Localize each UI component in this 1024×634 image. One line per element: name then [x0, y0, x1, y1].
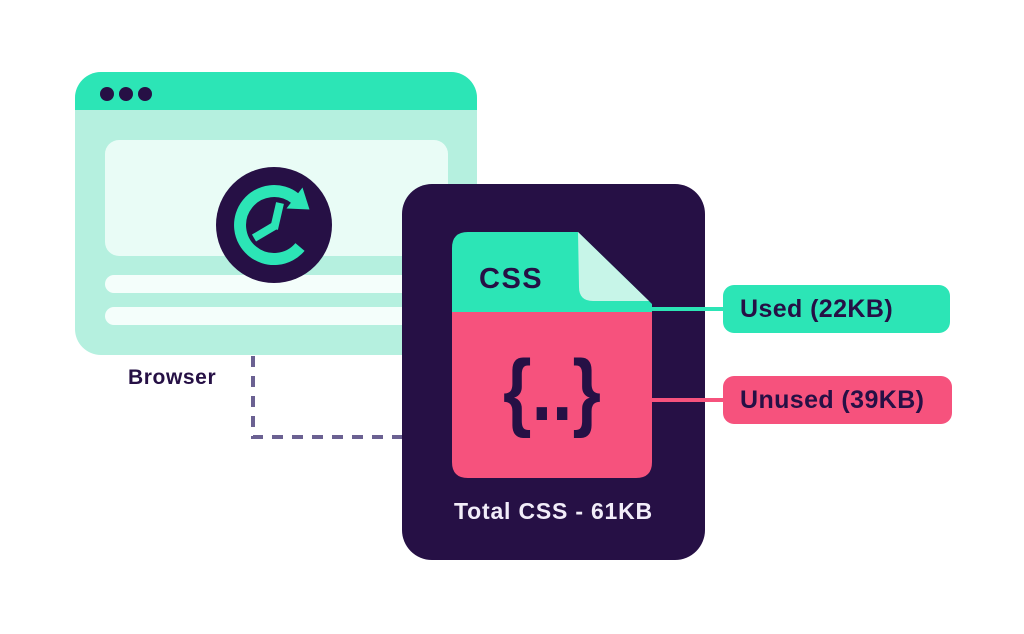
- clock-hour-hand: [251, 221, 279, 242]
- browser-titlebar: [75, 72, 477, 110]
- window-dot-icon: [100, 86, 114, 101]
- css-file-type-label: CSS: [479, 263, 543, 295]
- browser-label: Browser: [128, 366, 217, 389]
- content-line-bar: [105, 275, 450, 293]
- file-fold-icon: [578, 232, 649, 301]
- total-css-label: Total CSS - 61KB: [454, 498, 653, 524]
- window-dot-icon: [138, 86, 152, 101]
- clock-arrowhead: [286, 187, 310, 210]
- dashed-connector-path: [251, 356, 404, 439]
- unused-connector-line: [652, 398, 728, 402]
- unused-badge-label: Unused (39KB): [740, 385, 925, 414]
- used-badge-label: Used (22KB): [740, 294, 894, 323]
- clock-arrow-arc: [234, 185, 305, 266]
- unused-badge: Unused (39KB): [723, 376, 952, 424]
- css-file-icon: CSS {..}: [452, 232, 652, 478]
- css-file-card: CSS {..} Total CSS - 61KB: [402, 184, 705, 560]
- css-braces-glyph: {..}: [503, 343, 601, 439]
- history-clock-icon: [216, 167, 332, 283]
- dashed-connector: [251, 356, 404, 439]
- used-badge: Used (22KB): [723, 285, 950, 333]
- window-dot-icon: [119, 86, 133, 101]
- content-line-bar: [105, 307, 450, 325]
- file-unused-section: [452, 310, 652, 478]
- used-connector-line: [652, 307, 728, 311]
